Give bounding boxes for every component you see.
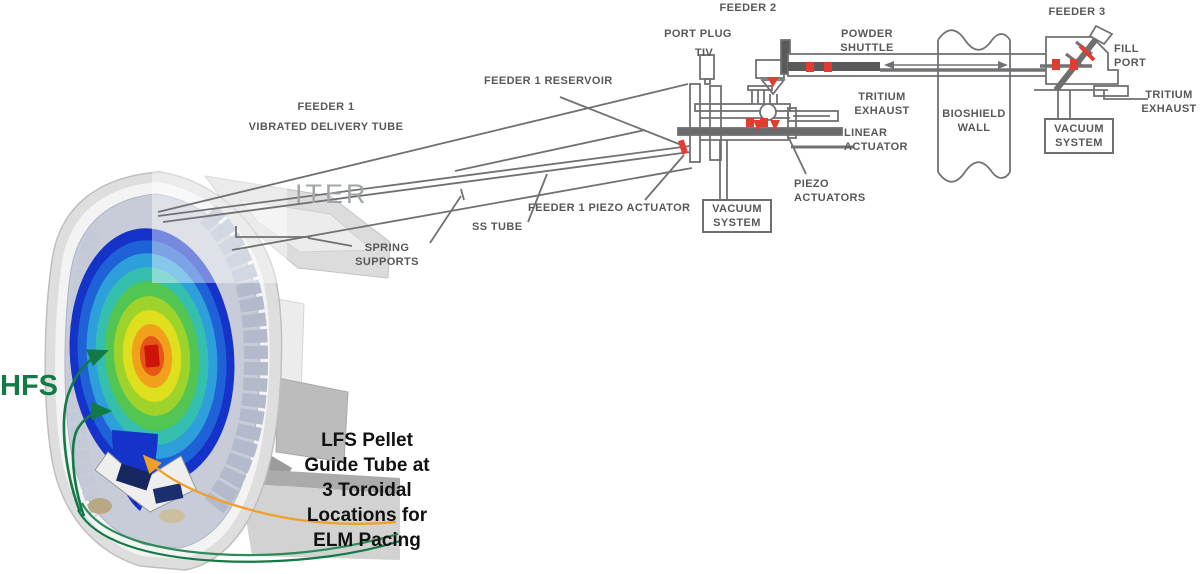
label-powder-shuttle: POWDER SHUTTLE — [840, 28, 894, 54]
spring-pointer-2 — [429, 188, 465, 244]
label-tritium-exhaust-right: TRITIUM EXHAUST — [1141, 89, 1197, 115]
piezo-actuators-pointer — [785, 131, 807, 175]
schematic-linework — [157, 24, 1148, 251]
label-feeder3: FEEDER 3 — [1048, 6, 1106, 18]
red-actuator-markers — [677, 44, 1096, 155]
watermark-square — [152, 172, 287, 283]
f1-piezo-pointer — [644, 154, 685, 201]
label-tritium-exhaust-left: TRITIUM EXHAUST — [854, 91, 910, 117]
label-vacuum-system-left: VACUUM SYSTEM — [712, 203, 762, 229]
iter-watermark: ITER — [295, 179, 369, 209]
hfs-guide-arrows — [62, 349, 113, 517]
label-linear-actuator: LINEAR ACTUATOR — [844, 127, 908, 153]
reservoir-pointer — [559, 96, 685, 147]
label-feeder1: FEEDER 1 — [297, 101, 355, 113]
label-feeder1-piezo-actuator: FEEDER 1 PIEZO ACTUATOR — [528, 202, 691, 214]
label-bioshield-wall: BIOSHIELD WALL — [942, 108, 1006, 134]
label-vibrated-delivery-tube: VIBRATED DELIVERY TUBE — [248, 121, 404, 133]
spring-pointer-1 — [307, 237, 353, 247]
tokamak-cross-section — [44, 171, 400, 571]
label-tiv: TIV — [694, 47, 714, 59]
ss-tube-pointer — [527, 173, 548, 223]
label-port-plug: PORT PLUG — [664, 28, 732, 40]
plasma-heatmap — [69, 228, 235, 484]
label-spring-supports: SPRING SUPPORTS — [355, 242, 419, 268]
hfs-label: HFS — [0, 370, 58, 402]
label-ss-tube: SS TUBE — [472, 221, 523, 233]
label-fill-port: FILL PORT — [1114, 43, 1147, 69]
guide-tube-exit-lines — [77, 502, 401, 563]
lfs-guide-arrow — [142, 454, 397, 525]
vacuum-system-box-right: VACUUM SYSTEM — [1044, 118, 1114, 154]
lfs-caption: LFS Pellet Guide Tube at 3 Toroidal Loca… — [304, 430, 430, 551]
vacuum-system-box-left: VACUUM SYSTEM — [702, 199, 772, 233]
label-feeder2: FEEDER 2 — [719, 2, 777, 14]
label-piezo-actuators: PIEZO ACTUATORS — [794, 178, 866, 204]
label-feeder1-reservoir: FEEDER 1 RESERVOIR — [484, 75, 613, 87]
label-vacuum-system-right: VACUUM SYSTEM — [1054, 123, 1104, 149]
